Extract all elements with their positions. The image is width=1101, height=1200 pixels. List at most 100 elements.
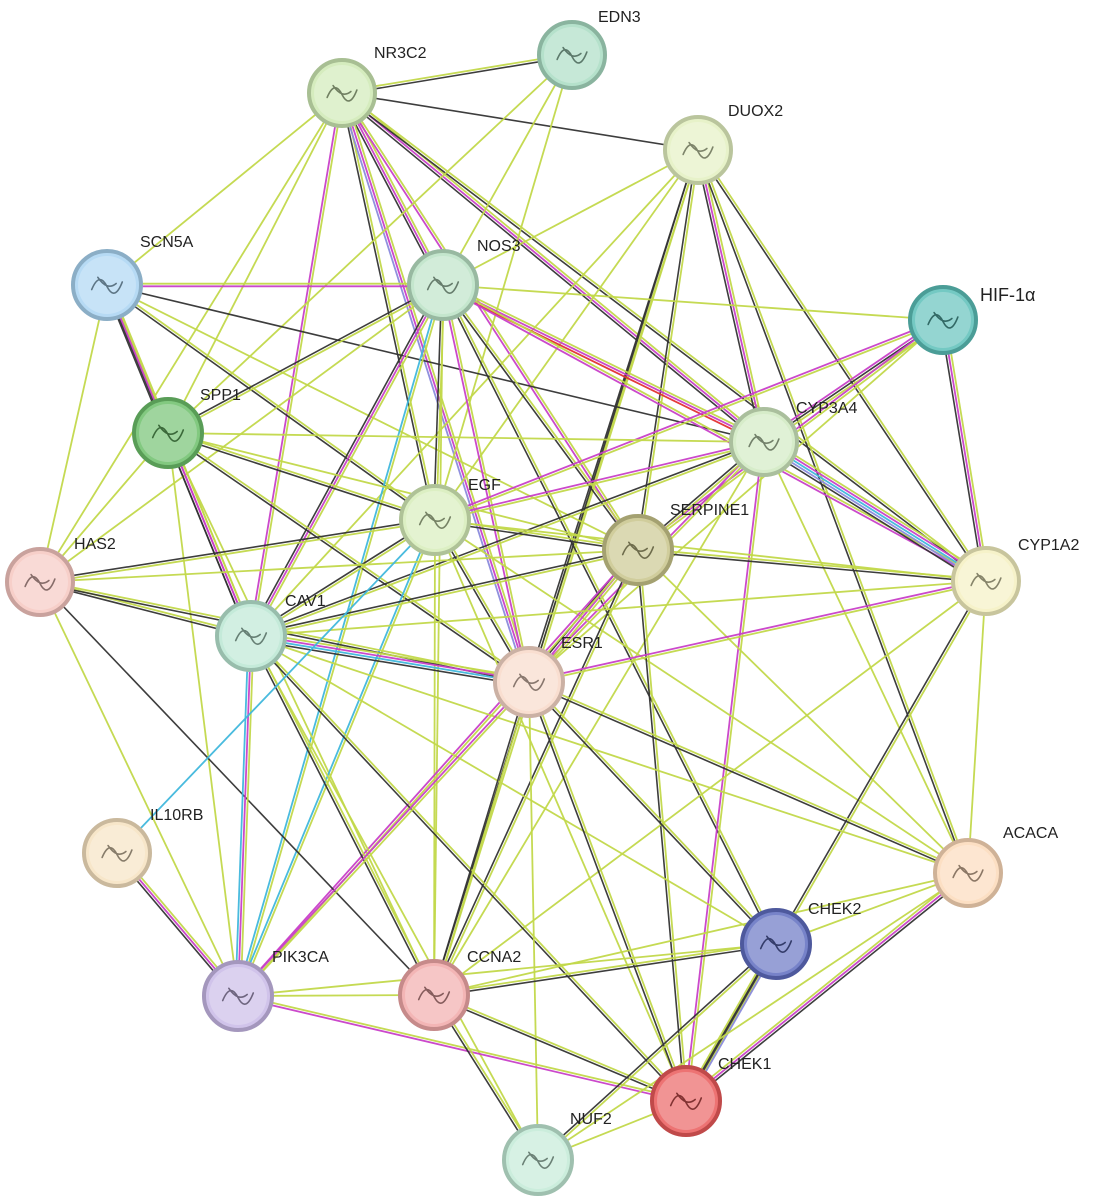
node-label-nos3: NOS3 (477, 238, 521, 255)
edge-nos3-cyp3a4 (441, 281, 766, 446)
node-label-nuf2: NUF2 (570, 1111, 612, 1128)
edge-spp1-serpine1 (167, 432, 639, 551)
edge-line-experiments (434, 439, 764, 520)
node-label-serpine1: SERPINE1 (670, 502, 749, 519)
node-chek1[interactable]: CHEK1 (650, 1056, 771, 1137)
edge-line-textmining (529, 680, 778, 944)
edge-line-textmining (442, 54, 573, 286)
edge-line-textmining (537, 872, 969, 1161)
edge-serpine1-acaca (637, 549, 969, 874)
edge-line-coexpression (248, 283, 442, 636)
edge-line-coexpression (696, 150, 968, 874)
node-serpine1[interactable]: SERPINE1 (602, 502, 749, 586)
edge-line-textmining (251, 634, 688, 1101)
edge-line-coexpression (250, 639, 529, 687)
node-acaca[interactable]: ACACA (933, 825, 1058, 908)
protein-structure-icon (417, 986, 451, 1004)
edge-line-textmining (763, 441, 969, 874)
edge-line-textmining (638, 547, 987, 581)
edge-line-coexpression (339, 93, 435, 521)
edge-line-coexpression (432, 284, 443, 520)
edge-line-coexpression (684, 579, 986, 1101)
node-edn3[interactable]: EDN3 (537, 9, 641, 90)
edge-il10rb-egf (116, 519, 436, 854)
edge-line-textmining (967, 580, 987, 874)
edge-line-coexpression (637, 550, 986, 584)
node-label-duox2: DUOX2 (728, 103, 783, 120)
edge-spp1-pik3ca (167, 432, 239, 997)
edge-line-coexpression (39, 581, 435, 996)
protein-structure-icon (418, 511, 452, 529)
edge-line-experiments (236, 548, 638, 996)
node-ccna2[interactable]: CCNA2 (398, 949, 521, 1031)
node-esr1[interactable]: ESR1 (493, 635, 603, 718)
edge-line-coexpression (249, 636, 686, 1103)
edge-cav1-pik3ca (234, 635, 255, 997)
edge-has2-cav1 (39, 579, 252, 639)
edge-esr1-pik3ca (236, 680, 531, 998)
edge-edn3-egf (434, 54, 573, 521)
edge-nr3c2-has2 (39, 92, 343, 583)
edge-line-textmining (39, 284, 108, 583)
node-hif1a[interactable]: HIF-1α (908, 285, 1035, 355)
edge-line-coexpression (250, 440, 764, 636)
edge-chek2-nuf2 (536, 942, 778, 1162)
node-label-esr1: ESR1 (561, 635, 603, 652)
node-label-chek1: CHEK1 (718, 1056, 771, 1073)
edge-esr1-acaca (528, 679, 969, 875)
edge-has2-pik3ca (39, 581, 239, 997)
node-pik3ca[interactable]: PIK3CA (202, 949, 329, 1032)
node-il10rb[interactable]: IL10RB (82, 807, 203, 888)
edge-line-coexpression (39, 582, 251, 639)
node-label-edn3: EDN3 (598, 9, 641, 26)
edge-duox2-cyp1a2 (696, 148, 988, 583)
node-cyp3a4[interactable]: CYP3A4 (729, 400, 857, 477)
edge-pik3ca-chek2 (237, 943, 777, 997)
node-cav1[interactable]: CAV1 (215, 593, 326, 672)
edge-line-coexpression (250, 547, 638, 636)
edge-nos3-pik3ca (235, 284, 446, 997)
node-has2[interactable]: HAS2 (5, 536, 116, 617)
edge-line-textmining (250, 580, 987, 637)
node-chek2[interactable]: CHEK2 (740, 901, 861, 980)
edge-cav1-acaca (250, 635, 969, 874)
node-nos3[interactable]: NOS3 (407, 238, 521, 321)
edge-duox2-serpine1 (635, 149, 701, 551)
node-label-has2: HAS2 (74, 536, 116, 553)
node-spp1[interactable]: SPP1 (132, 387, 241, 469)
edge-cyp1a2-esr1 (528, 578, 987, 685)
edge-duox2-nos3 (442, 149, 699, 286)
edge-line-coexpression (39, 517, 435, 582)
node-egf[interactable]: EGF (399, 477, 501, 556)
edge-line-textmining (341, 52, 572, 93)
edge-line-experiments (683, 441, 764, 1101)
node-duox2[interactable]: DUOX2 (663, 103, 783, 185)
protein-structure-icon (221, 987, 255, 1005)
edge-nos3-cyp1a2 (441, 283, 988, 583)
node-nr3c2[interactable]: NR3C2 (307, 45, 427, 128)
edge-line-coexpression (338, 93, 442, 287)
edge-egf-pik3ca (235, 519, 438, 997)
edge-line-experiments (441, 285, 986, 583)
edge-line-textmining (342, 91, 988, 581)
edge-line-textmining (40, 579, 252, 636)
edge-line-coexpression (431, 681, 529, 995)
edge-line-databases (234, 635, 250, 996)
edge-line-coexpression (536, 942, 776, 1160)
edge-egf-cav1 (249, 518, 437, 638)
edge-egf-ccna2 (433, 519, 436, 996)
protein-structure-icon (759, 935, 793, 953)
edge-acaca-nuf2 (537, 872, 969, 1161)
node-nuf2[interactable]: NUF2 (502, 1111, 612, 1196)
edge-line-databases (235, 519, 435, 996)
edge-line-coexpression (434, 944, 777, 998)
node-scn5a[interactable]: SCN5A (71, 234, 194, 321)
node-label-spp1: SPP1 (200, 387, 241, 404)
edge-edn3-nos3 (442, 54, 573, 286)
node-label-cyp3a4: CYP3A4 (796, 400, 857, 417)
edge-line-experiments (942, 319, 987, 582)
node-cyp1a2[interactable]: CYP1A2 (951, 537, 1079, 616)
protein-structure-icon (682, 141, 714, 159)
protein-structure-icon (234, 627, 268, 645)
